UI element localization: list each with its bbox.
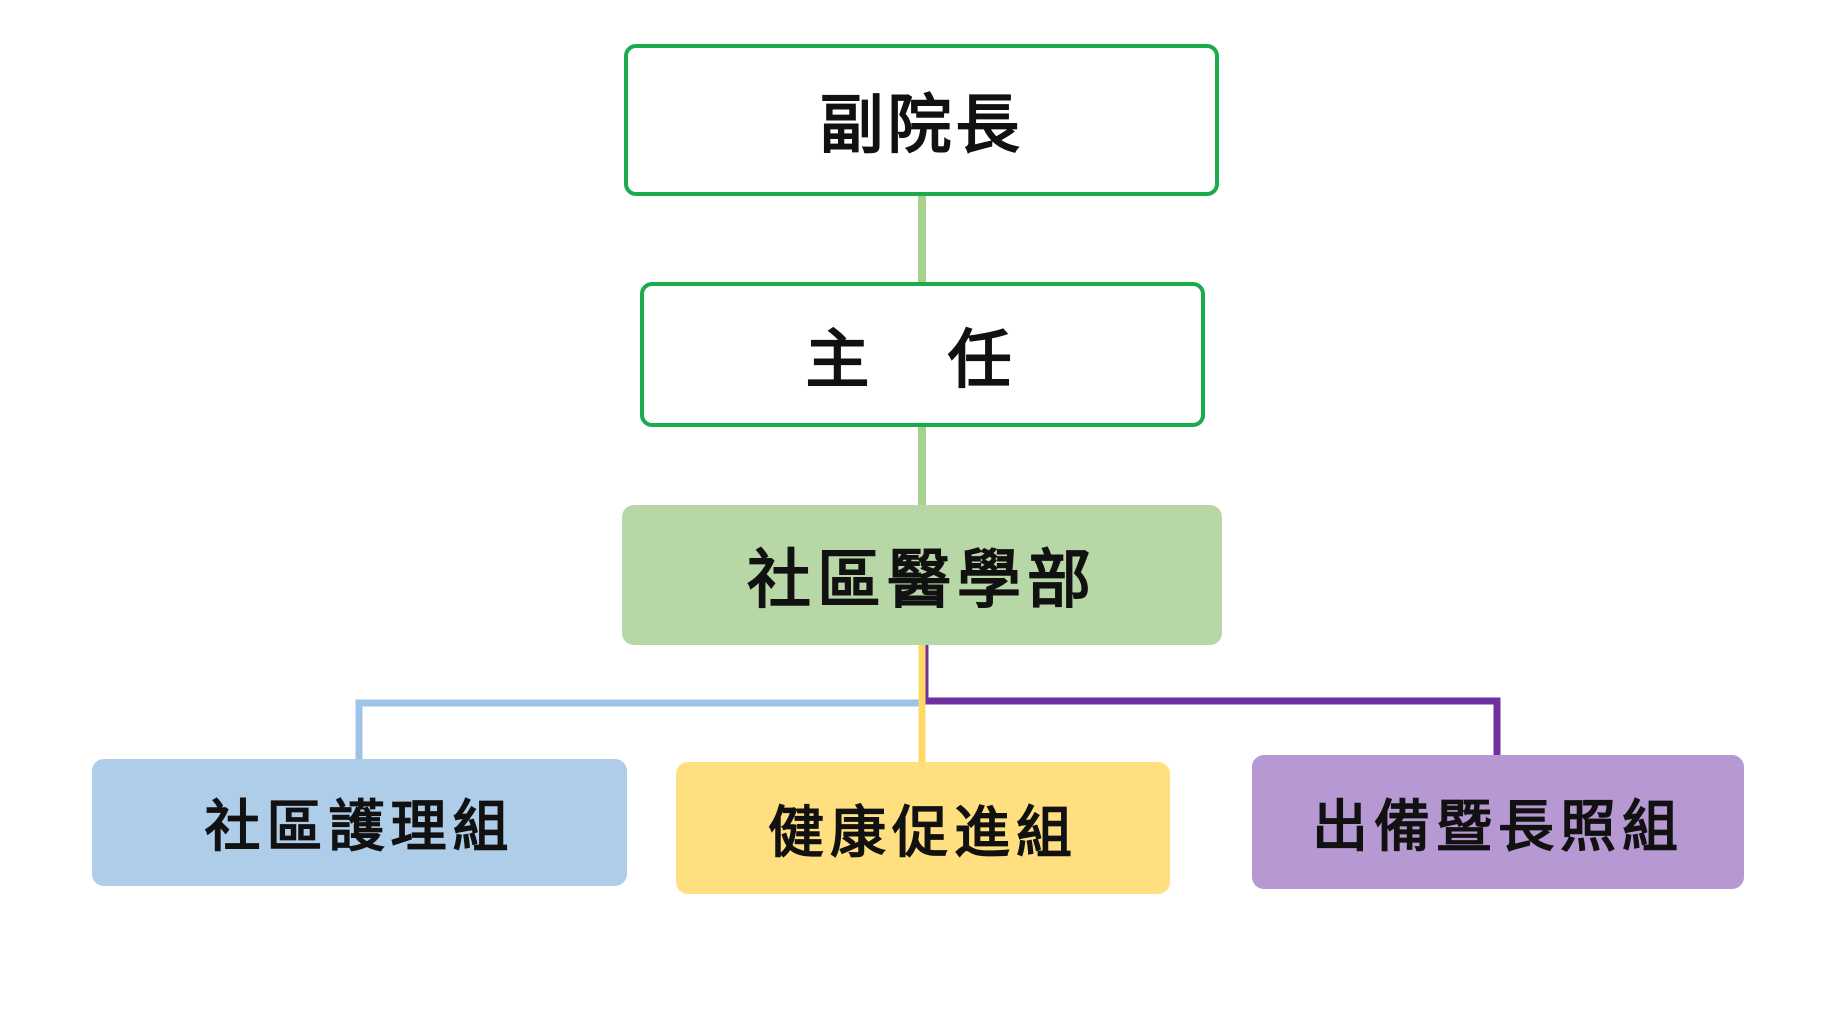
node-community-nursing-group: 社區護理組 [92, 759, 627, 886]
node-director: 主 任 [640, 282, 1205, 427]
connector-department-to-nursing [355, 645, 926, 759]
node-vice-president-label: 副院長 [819, 88, 1024, 163]
node-health-label: 健康促進組 [768, 799, 1078, 866]
node-director-label: 主 任 [805, 322, 1040, 398]
node-nursing-label: 社區護理組 [204, 794, 515, 860]
node-vice-president: 副院長 [624, 44, 1219, 196]
node-discharge-longterm-care-group: 出備暨長照組 [1252, 755, 1744, 889]
node-community-medicine-department: 社區醫學部 [622, 505, 1222, 645]
node-longterm-label: 出備暨長照組 [1312, 793, 1684, 860]
connector-department-to-longterm [921, 645, 1501, 755]
node-department-label: 社區醫學部 [747, 543, 1097, 618]
node-health-promotion-group: 健康促進組 [676, 762, 1170, 894]
